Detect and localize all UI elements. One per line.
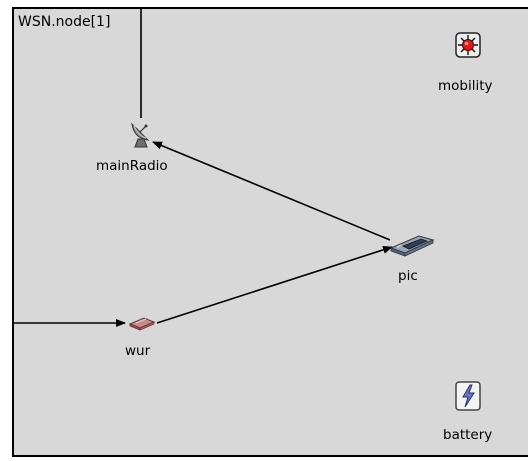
submodule-mainradio[interactable] — [128, 118, 156, 148]
satellite-dish-icon — [131, 122, 150, 148]
submodule-label-pic: pic — [398, 268, 418, 284]
compound-module-area — [12, 7, 528, 457]
mobility-icon — [455, 32, 481, 58]
submodule-label-mainradio: mainRadio — [96, 158, 168, 174]
processor-board-icon — [389, 235, 435, 257]
submodule-battery[interactable] — [455, 381, 481, 411]
submodule-label-mobility: mobility — [438, 78, 493, 94]
module-title: WSN.node[1] — [18, 14, 111, 30]
connection-wur-to-pic[interactable] — [156, 245, 393, 324]
submodule-label-wur: wur — [125, 343, 151, 359]
wakeup-radio-icon — [128, 317, 156, 331]
connection-pic-to-mainradio[interactable] — [152, 141, 391, 241]
submodule-pic[interactable] — [389, 232, 435, 258]
submodule-mobility[interactable] — [455, 32, 481, 58]
submodule-label-battery: battery — [443, 427, 493, 443]
submodule-wur[interactable] — [128, 314, 156, 332]
battery-lightning-icon — [455, 381, 481, 411]
